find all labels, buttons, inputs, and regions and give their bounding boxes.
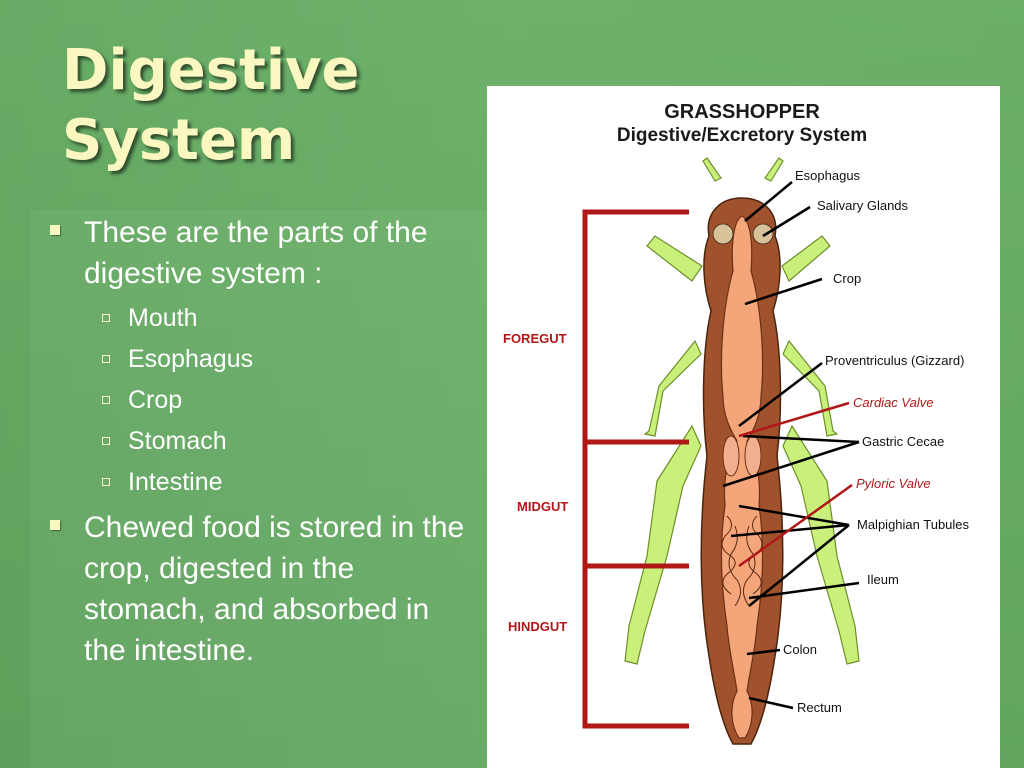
sub-bullet-square-icon xyxy=(102,437,110,445)
valve-leader-lines xyxy=(738,401,853,568)
sub-bullet-item: Esophagus xyxy=(46,339,476,380)
label-pyloric-valve: Pyloric Valve xyxy=(856,476,931,491)
bullet-text: These are the parts of the digestive sys… xyxy=(84,216,428,290)
label-gastric-cecae: Gastric Cecae xyxy=(862,434,944,449)
bullet-square-icon xyxy=(50,225,60,235)
sub-bullet-list: Mouth Esophagus Crop Stomach Intestine xyxy=(46,298,476,503)
title-line-2: System xyxy=(62,108,296,173)
sub-bullet-item: Crop xyxy=(46,380,476,421)
diagram-title: GRASSHOPPER Digestive/Excretory System xyxy=(487,100,997,148)
title-line-1: Digestive xyxy=(62,38,360,103)
sub-bullet-text: Esophagus xyxy=(128,345,254,373)
sub-bullet-text: Intestine xyxy=(128,468,223,496)
label-proventriculus: Proventriculus (Gizzard) xyxy=(825,353,964,368)
region-label-midgut: MIDGUT xyxy=(517,499,568,514)
diagram-svg: FOREGUT MIDGUT HINDGUT Esophagus Salivar… xyxy=(503,157,970,745)
label-rectum: Rectum xyxy=(797,700,842,715)
region-brackets xyxy=(582,209,689,729)
label-malpighian-tubules: Malpighian Tubules xyxy=(857,517,970,532)
sub-bullet-square-icon xyxy=(102,396,110,404)
sub-bullet-square-icon xyxy=(102,355,110,363)
label-salivary-glands: Salivary Glands xyxy=(817,198,909,213)
salivary-glands xyxy=(712,223,774,245)
label-colon: Colon xyxy=(783,642,817,657)
leader-lines xyxy=(722,181,860,710)
sub-bullet-item: Mouth xyxy=(46,298,476,339)
label-esophagus: Esophagus xyxy=(795,168,861,183)
diagram-title-line-1: GRASSHOPPER xyxy=(664,101,820,123)
grasshopper-legs xyxy=(624,157,860,665)
sub-bullet-text: Mouth xyxy=(128,304,198,332)
sub-bullet-text: Stomach xyxy=(128,427,227,455)
bullet-text: Chewed food is stored in the crop, diges… xyxy=(84,511,465,667)
region-label-hindgut: HINDGUT xyxy=(508,619,567,634)
gastric-caeca xyxy=(722,435,762,477)
grasshopper-diagram: GRASSHOPPER Digestive/Excretory System xyxy=(487,86,1000,768)
sub-bullet-item: Stomach xyxy=(46,421,476,462)
bullet-item: Chewed food is stored in the crop, diges… xyxy=(46,507,476,671)
bullet-item: These are the parts of the digestive sys… xyxy=(46,212,476,294)
bullet-list: These are the parts of the digestive sys… xyxy=(46,212,476,673)
slide-title: Digestive System xyxy=(62,36,462,176)
label-ileum: Ileum xyxy=(867,572,899,587)
sub-bullet-square-icon xyxy=(102,478,110,486)
diagram-title-line-2: Digestive/Excretory System xyxy=(616,125,868,146)
bullet-square-icon xyxy=(50,520,60,530)
sub-bullet-item: Intestine xyxy=(46,462,476,503)
digestive-tract xyxy=(720,215,764,739)
label-cardiac-valve: Cardiac Valve xyxy=(853,395,933,410)
background-panel xyxy=(30,210,490,768)
region-label-foregut: FOREGUT xyxy=(503,331,567,346)
label-crop: Crop xyxy=(833,271,861,286)
sub-bullet-text: Crop xyxy=(128,386,183,414)
sub-bullet-square-icon xyxy=(102,314,110,322)
